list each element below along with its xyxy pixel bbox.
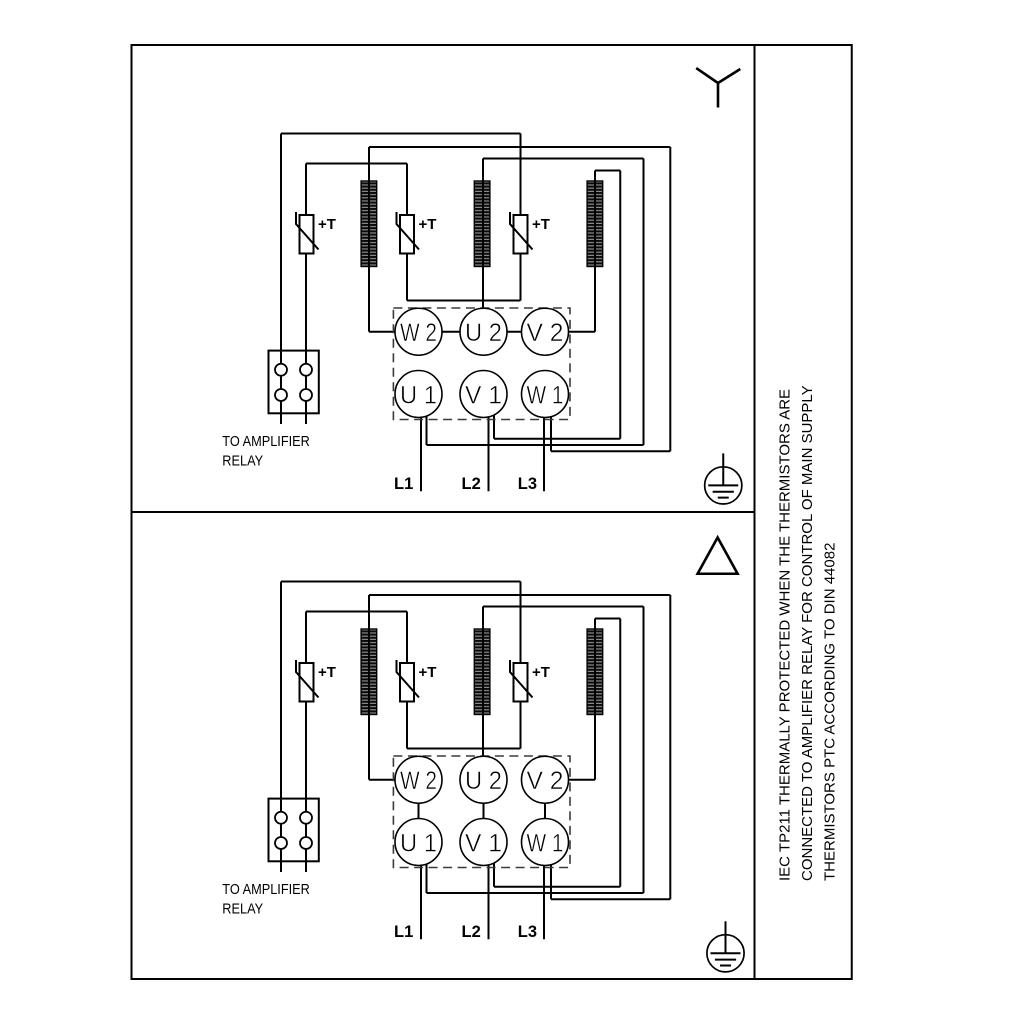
svg-text:IEC TP211 THERMALLY PROTECTED: IEC TP211 THERMALLY PROTECTED WHEN THE T… — [777, 389, 794, 881]
svg-text:CONNECTED TO AMPLIFIER RELAY F: CONNECTED TO AMPLIFIER RELAY FOR CONTROL… — [799, 385, 816, 881]
svg-text:THERMISTORS PTC ACCORDING TO D: THERMISTORS PTC ACCORDING TO DIN 44082 — [822, 543, 839, 881]
